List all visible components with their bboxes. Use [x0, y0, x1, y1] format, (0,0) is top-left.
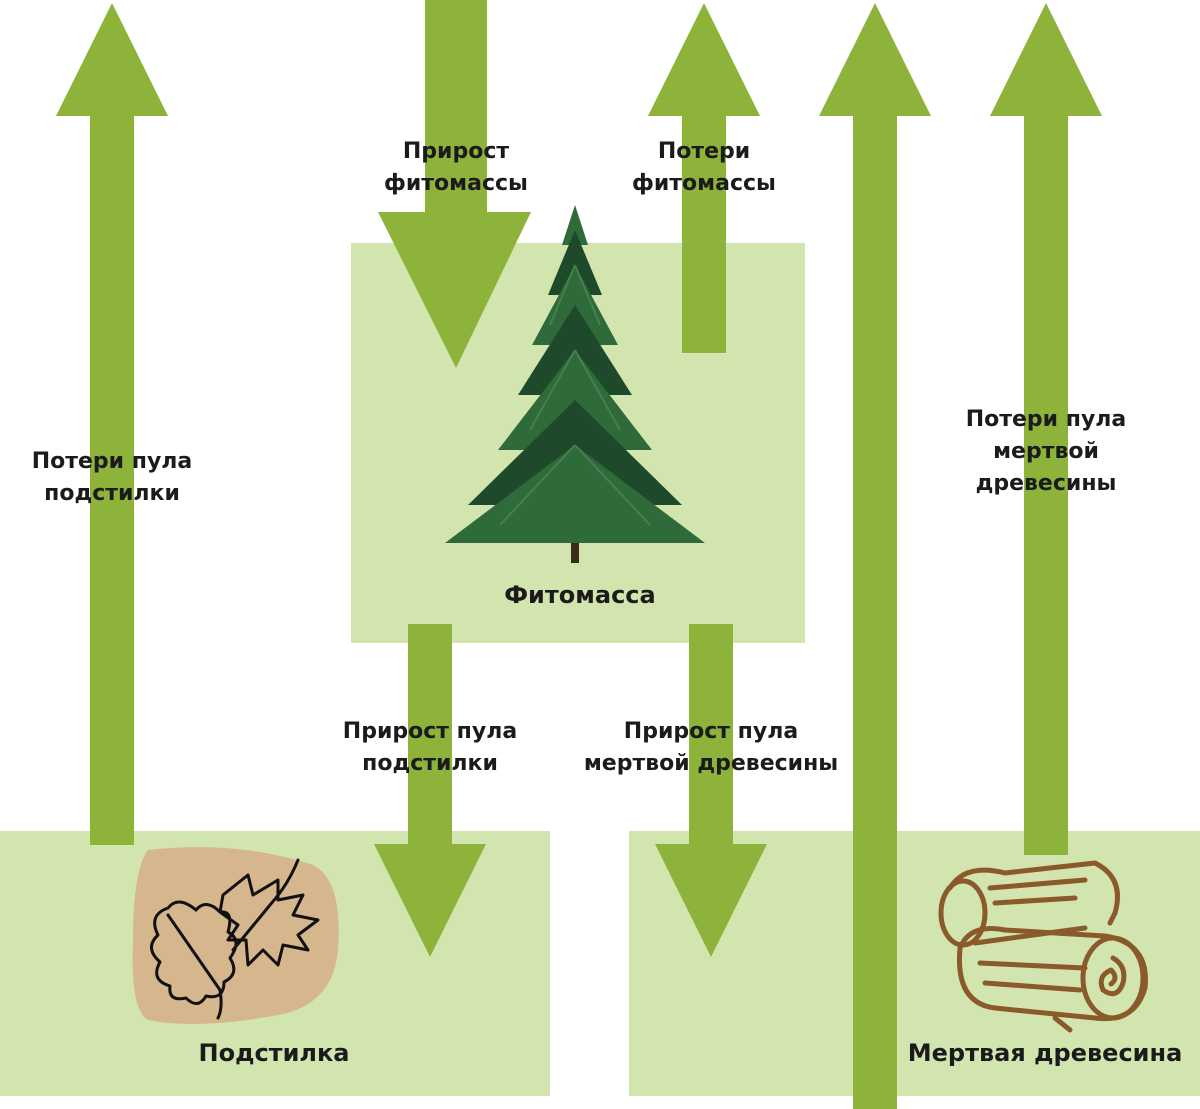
litter-growth-line1: Прирост пула — [342, 719, 518, 744]
deadwood-growth-label: Прирост пула мертвой древесины — [576, 716, 846, 780]
deadwood-loss-arrow — [990, 3, 1102, 855]
leaves-icon — [132, 847, 339, 1024]
phytomass-loss-label: Потери фитомассы — [604, 136, 804, 200]
litter-growth-line2: подстилки — [362, 751, 498, 776]
litter-title: Подстилка — [198, 1039, 350, 1067]
litter-loss-line1: Потери пула — [31, 449, 193, 474]
deadwood-loss-label: Потери пула мертвой древесины — [946, 404, 1146, 500]
litter-loss-label: Потери пула подстилки — [12, 446, 212, 510]
deadwood-title: Мертвая древесина — [907, 1039, 1183, 1067]
deadwood-growth-arrow — [655, 624, 767, 957]
phytomass-loss-line1: Потери — [657, 139, 751, 164]
litter-growth-label: Прирост пула подстилки — [320, 716, 540, 780]
phytomass-loss-arrow — [648, 3, 760, 353]
phytomass-loss-line2: фитомассы — [632, 171, 776, 196]
phytomass-growth-line1: Прирост — [402, 139, 510, 164]
deadwood-loss-line3: древесины — [975, 471, 1117, 496]
phytomass-growth-label: Прирост фитомассы — [356, 136, 556, 200]
logs-icon — [938, 860, 1148, 1033]
deadwood-loss-line2: мертвой — [993, 439, 1099, 464]
phytomass-title: Фитомасса — [504, 581, 656, 609]
litter-loss-line2: подстилки — [44, 481, 180, 506]
deadwood-growth-line1: Прирост пула — [623, 719, 799, 744]
phytomass-growth-line2: фитомассы — [384, 171, 528, 196]
spruce-tree-icon — [445, 205, 705, 563]
long-emission-arrow — [819, 3, 931, 1109]
deadwood-loss-line1: Потери пула — [965, 407, 1127, 432]
litter-loss-arrow — [56, 3, 168, 845]
deadwood-growth-line2: мертвой древесины — [583, 751, 839, 776]
litter-growth-arrow — [374, 624, 486, 957]
phytomass-growth-arrow — [378, 0, 531, 368]
